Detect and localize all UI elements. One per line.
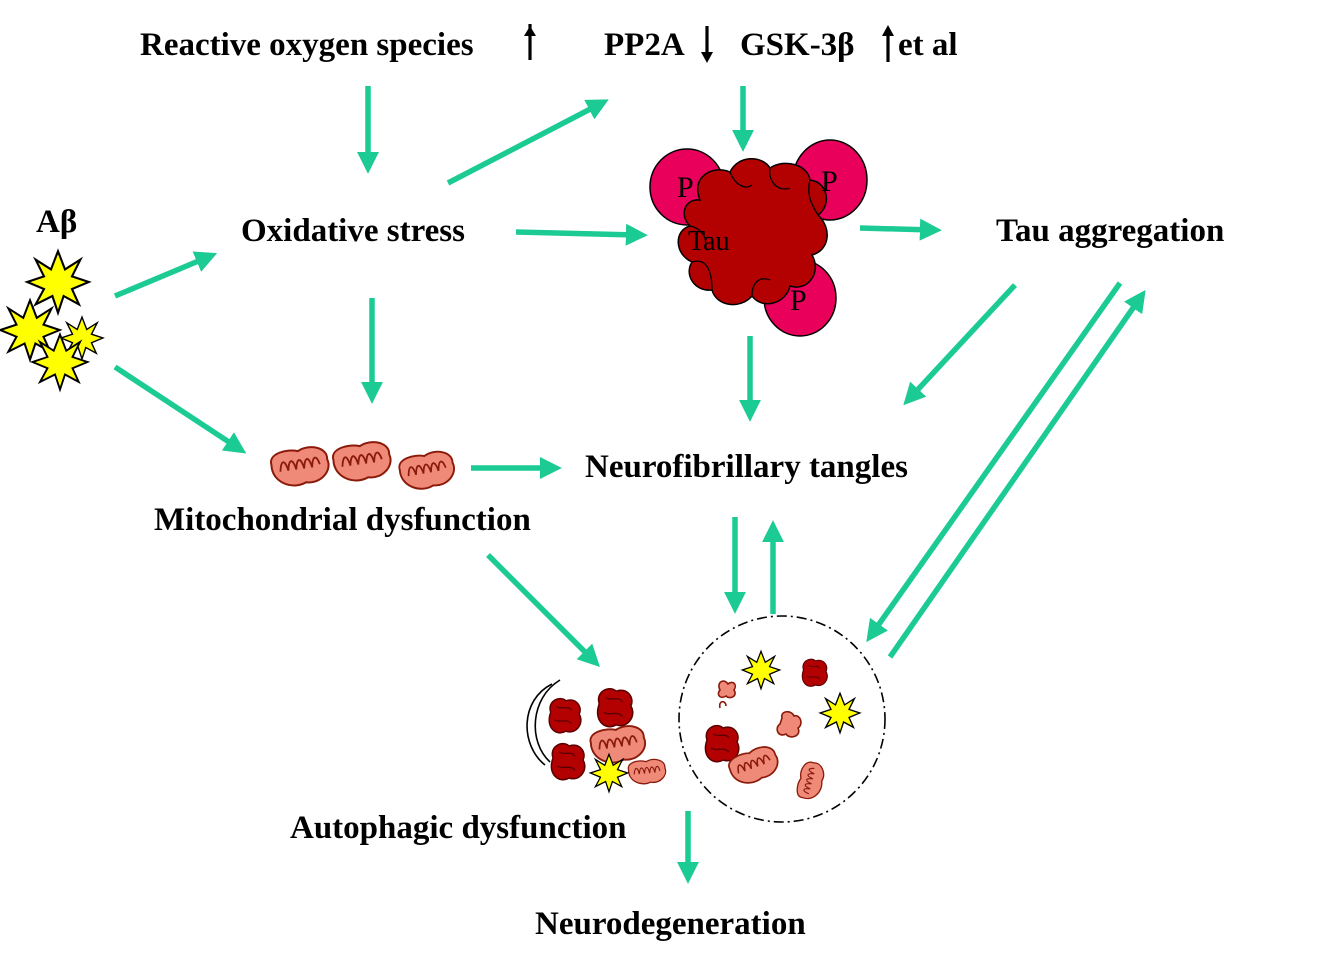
arrow-autophagy-to-aggregation (887, 289, 1146, 659)
oxidative-stress-label: Oxidative stress (241, 213, 465, 249)
ros-label: Reactive oxygen species (140, 27, 474, 63)
gsk3b-up-arrow (882, 25, 894, 62)
arrow-aggregation-to-autophagy (866, 281, 1123, 643)
ros-up-arrow (524, 24, 536, 60)
phospho-label-2: P (821, 165, 838, 198)
neurofibrillary-tangles-label: Neurofibrillary tangles (585, 449, 908, 485)
mitochondria-icon (268, 438, 458, 494)
arrow-oxidative-to-tau (515, 223, 648, 246)
autophagosome-icon (526, 679, 668, 793)
autolysosome-icon (678, 615, 886, 823)
tau-protein-body (677, 158, 828, 306)
neurodegeneration-label: Neurodegeneration (535, 906, 806, 942)
pp2a-label: PP2A (604, 27, 685, 63)
arrows (113, 86, 1146, 884)
tau-label: Tau (688, 226, 730, 257)
tau-aggregation-label: Tau aggregation (996, 213, 1224, 249)
arrow-aggregation-to-nft (903, 283, 1018, 406)
phosphorylated-tau: P P P Tau (649, 139, 868, 337)
autophagic-dysfunction-label: Autophagic dysfunction (290, 810, 627, 846)
arrow-tau-to-aggregation (859, 218, 942, 241)
etal-label: et al (898, 27, 958, 63)
arrow-abeta-to-oxidative (113, 251, 218, 299)
arrow-mito-to-autophagy (486, 553, 601, 668)
pp2a-down-arrow (701, 26, 713, 63)
arrow-abeta-to-mito (113, 364, 247, 454)
abeta-label: Aβ (36, 204, 77, 240)
gsk3b-label: GSK-3β (740, 27, 855, 63)
mitochondrial-dysfunction-label: Mitochondrial dysfunction (154, 502, 531, 538)
phospho-label-3: P (790, 284, 807, 317)
phospho-label-1: P (677, 171, 694, 204)
abeta-plaque-icon (0, 250, 104, 391)
arrow-oxidative-to-pp2a (446, 99, 609, 186)
